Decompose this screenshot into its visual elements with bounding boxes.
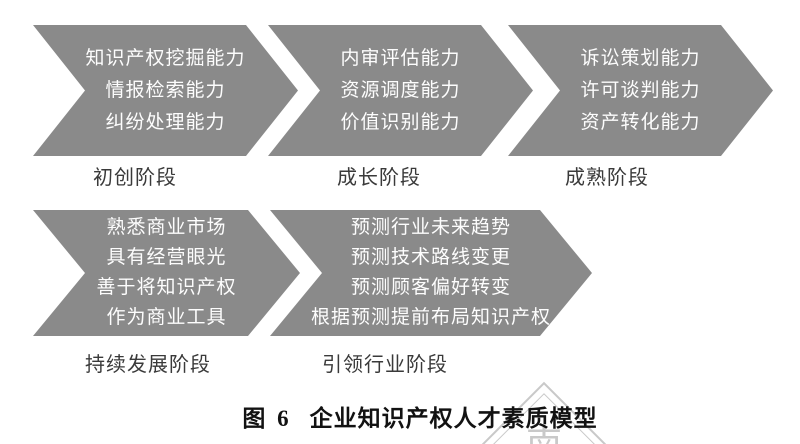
capability-line: 许可谈判能力 bbox=[580, 79, 701, 101]
stage-arrow-lead: 预测行业未来趋势 预测技术路线变更 预测顾客偏好转变 根据预测提前布局知识产权 bbox=[270, 210, 592, 336]
capability-line: 根据预测提前布局知识产权 bbox=[310, 307, 551, 328]
stage-arrow-sustain: 熟悉商业市场 具有经营眼光 善于将知识产权 作为商业工具 bbox=[33, 210, 300, 336]
capability-line: 善于将知识产权 bbox=[96, 277, 237, 298]
stage-label-initial: 初创阶段 bbox=[93, 167, 177, 189]
capability-line: 诉讼策划能力 bbox=[580, 47, 701, 69]
stage-label-sustain: 持续发展阶段 bbox=[85, 354, 211, 376]
stage-label-lead: 引领行业阶段 bbox=[322, 354, 448, 376]
capability-line: 熟悉商业市场 bbox=[106, 217, 227, 238]
capability-line: 内审评估能力 bbox=[340, 47, 461, 69]
capability-line: 预测行业未来趋势 bbox=[350, 217, 511, 238]
stage-label-growth: 成长阶段 bbox=[337, 167, 421, 189]
stage-arrow-initial: 知识产权挖掘能力 情报检索能力 纠纷处理能力 bbox=[33, 25, 298, 156]
capability-line: 资源调度能力 bbox=[340, 79, 461, 101]
capability-line: 情报检索能力 bbox=[105, 79, 226, 101]
capability-line: 具有经营眼光 bbox=[106, 247, 227, 268]
stage-label-mature: 成熟阶段 bbox=[565, 167, 649, 189]
figure-caption: 图 6 企业知识产权人才素质模型 bbox=[0, 399, 800, 433]
capability-line: 资产转化能力 bbox=[580, 111, 701, 133]
stage-arrow-mature: 诉讼策划能力 许可谈判能力 资产转化能力 bbox=[508, 25, 773, 156]
capability-line: 作为商业工具 bbox=[106, 307, 227, 328]
capability-line: 预测顾客偏好转变 bbox=[350, 277, 511, 298]
capability-line: 知识产权挖掘能力 bbox=[85, 47, 246, 69]
figure-title: 企业知识产权人才素质模型 bbox=[309, 406, 598, 431]
capability-line: 纠纷处理能力 bbox=[105, 111, 226, 133]
capability-line: 价值识别能力 bbox=[340, 111, 461, 133]
stage-arrow-growth: 内审评估能力 资源调度能力 价值识别能力 bbox=[268, 25, 533, 156]
figure-number: 图 6 bbox=[242, 406, 292, 431]
capability-line: 预测技术路线变更 bbox=[350, 247, 511, 268]
